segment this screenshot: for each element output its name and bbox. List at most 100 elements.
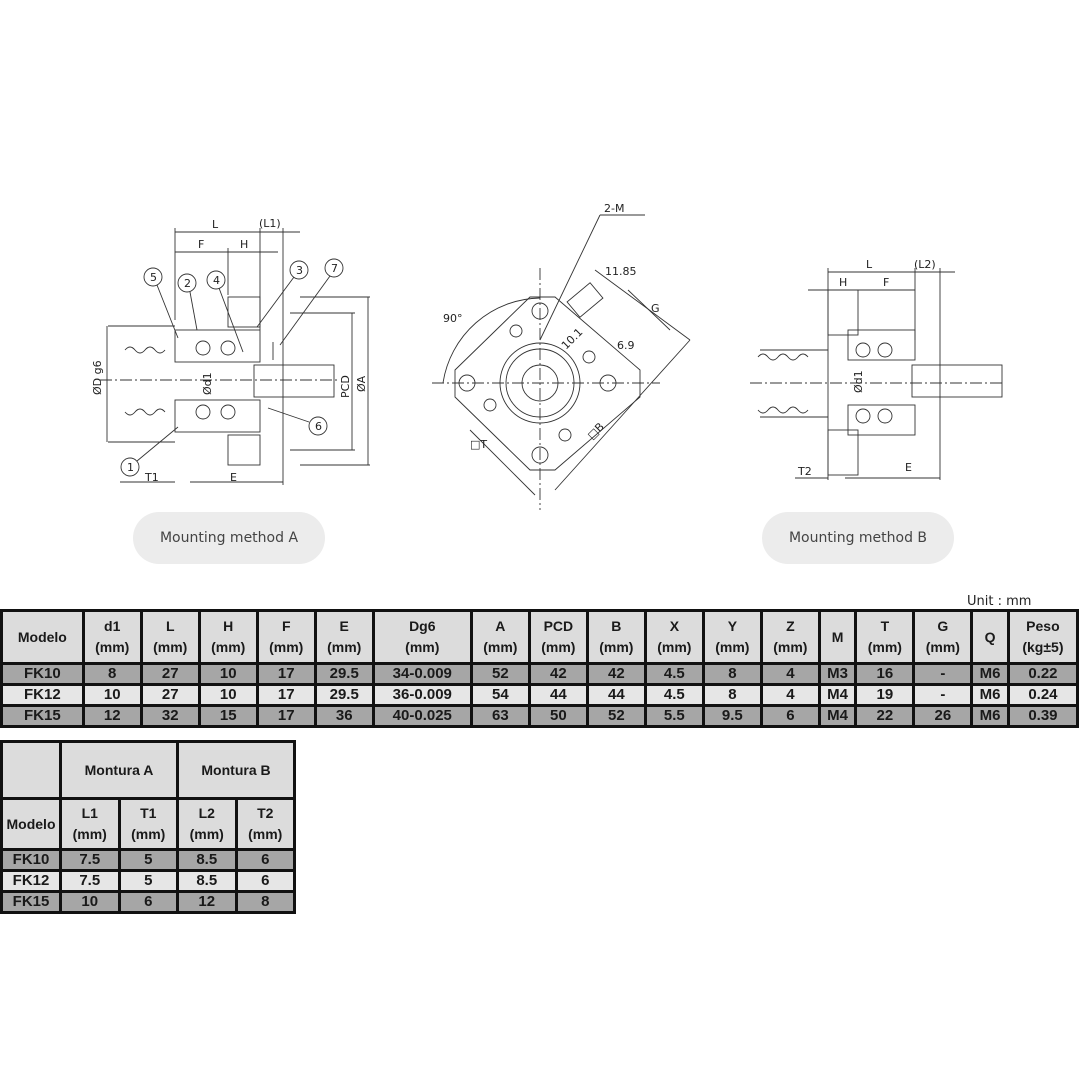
cell: 5.5 [646, 707, 702, 725]
cell: 6 [120, 893, 176, 911]
cell: FK15 [3, 707, 82, 725]
cell: FK12 [3, 872, 59, 890]
cell: FK15 [3, 893, 59, 911]
col-header: B(mm) [588, 612, 644, 662]
svg-text:L: L [866, 258, 873, 271]
cell: 44 [588, 686, 644, 704]
svg-text:E: E [905, 461, 912, 474]
svg-text:ØD g6: ØD g6 [91, 360, 104, 395]
cell: 12 [84, 707, 140, 725]
group-header-montura-b: Montura B [179, 743, 293, 797]
cell: M6 [973, 665, 1007, 683]
cell: 15 [200, 707, 256, 725]
cell: 40-0.025 [374, 707, 470, 725]
front-view-labels: 2-M 11.85 G 90° 10.1 6.9 □T □B [443, 202, 660, 451]
svg-text:G: G [651, 302, 660, 315]
svg-text:H: H [839, 276, 847, 289]
svg-text:6.9: 6.9 [617, 339, 635, 352]
cell: 36-0.009 [374, 686, 470, 704]
cell: 36 [316, 707, 372, 725]
cell: 17 [258, 686, 314, 704]
svg-text:T1: T1 [144, 471, 159, 484]
cell: 42 [530, 665, 586, 683]
cell: 10 [200, 686, 256, 704]
col-header: Q [973, 612, 1007, 662]
cell: 17 [258, 707, 314, 725]
svg-text:10.1: 10.1 [559, 326, 586, 353]
cell: 6 [237, 872, 293, 890]
svg-text:1: 1 [127, 461, 134, 474]
col-header: X(mm) [646, 612, 702, 662]
cell: 9.5 [704, 707, 760, 725]
cell: - [915, 686, 971, 704]
mounting-b-drawing [750, 268, 1005, 480]
cell: 8 [237, 893, 293, 911]
col-header: H(mm) [200, 612, 256, 662]
cell: 17 [258, 665, 314, 683]
cell: 0.39 [1009, 707, 1076, 725]
cell: 26 [915, 707, 971, 725]
cell: 8 [704, 686, 760, 704]
cell: 54 [472, 686, 528, 704]
svg-text:7: 7 [331, 262, 338, 275]
cell: 10 [84, 686, 140, 704]
cell: 52 [588, 707, 644, 725]
cell: 4.5 [646, 665, 702, 683]
cell: 0.24 [1009, 686, 1076, 704]
svg-text:(L2): (L2) [914, 258, 936, 271]
cell: 10 [62, 893, 118, 911]
col-header: Modelo [3, 612, 82, 662]
col-header: PCD(mm) [530, 612, 586, 662]
cell: 8 [84, 665, 140, 683]
col-header: Y(mm) [704, 612, 760, 662]
svg-text:2-M: 2-M [604, 202, 624, 215]
cell: 7.5 [62, 872, 118, 890]
mounting-table: Montura A Montura B Modelo L1(mm) T1(mm)… [0, 740, 296, 914]
cell: M3 [820, 665, 855, 683]
cell: 34-0.009 [374, 665, 470, 683]
cell: 8.5 [179, 872, 235, 890]
svg-text:ØA: ØA [355, 375, 368, 392]
cell: 52 [472, 665, 528, 683]
svg-text:6: 6 [315, 420, 322, 433]
svg-text:11.85: 11.85 [605, 265, 637, 278]
col-header: L(mm) [142, 612, 198, 662]
col-header: Dg6(mm) [374, 612, 470, 662]
svg-text:Ød1: Ød1 [852, 370, 865, 393]
svg-text:2: 2 [184, 277, 191, 290]
front-view-drawing [432, 214, 691, 510]
cell: M6 [973, 686, 1007, 704]
cell: 4 [762, 686, 818, 704]
cell: 63 [472, 707, 528, 725]
group-header-montura-a: Montura A [62, 743, 176, 797]
cell: 22 [857, 707, 913, 725]
mounting-a-drawing [100, 228, 370, 485]
cell: 10 [200, 665, 256, 683]
svg-text:F: F [198, 238, 204, 251]
svg-text:E: E [230, 471, 237, 484]
cell: - [915, 665, 971, 683]
cell: 19 [857, 686, 913, 704]
svg-text:□T: □T [470, 438, 487, 451]
cell: 29.5 [316, 686, 372, 704]
svg-text:T2: T2 [797, 465, 812, 478]
spec-table: Modelo d1(mm) L(mm) H(mm) F(mm) E(mm) Dg… [0, 609, 1079, 728]
cell: 32 [142, 707, 198, 725]
cell: 0.22 [1009, 665, 1076, 683]
svg-text:(L1): (L1) [259, 217, 281, 230]
mounting-method-a-caption: Mounting method A [133, 512, 325, 564]
col-header: L2(mm) [179, 800, 235, 848]
cell: FK10 [3, 665, 82, 683]
cell: 42 [588, 665, 644, 683]
cell: 4 [762, 665, 818, 683]
col-header: L1(mm) [62, 800, 118, 848]
cell: 27 [142, 686, 198, 704]
mounting-header-row: Modelo L1(mm) T1(mm) L2(mm) T2(mm) [3, 800, 293, 848]
